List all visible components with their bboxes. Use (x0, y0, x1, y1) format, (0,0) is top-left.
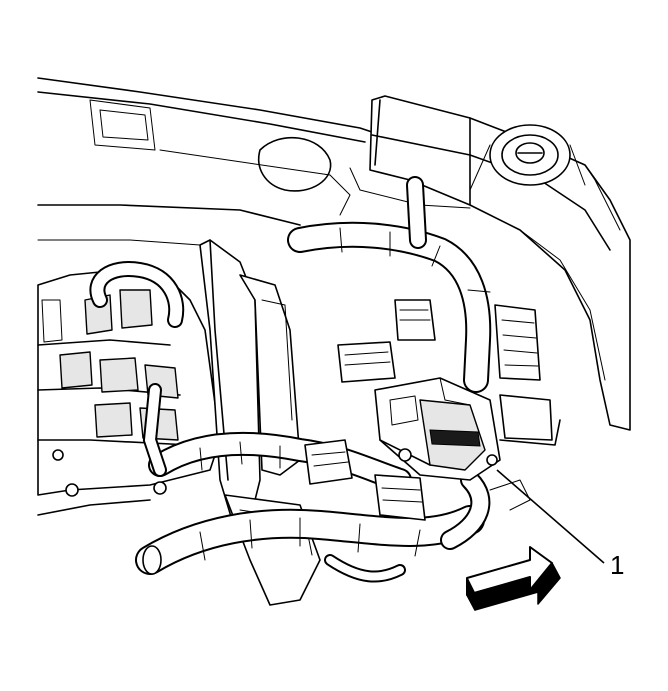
wiring-harness (89, 176, 492, 583)
front-direction-arrow-icon (466, 546, 561, 611)
electrical-connectors (304, 299, 553, 521)
upper-body-panel (37, 77, 471, 246)
callout-leader-line (496, 469, 605, 564)
callout-label-1: 1 (610, 550, 624, 580)
lower-body-lines (37, 419, 561, 516)
component-1 (374, 377, 501, 481)
center-bracket (199, 239, 321, 606)
fender-strut-tower (369, 95, 631, 431)
